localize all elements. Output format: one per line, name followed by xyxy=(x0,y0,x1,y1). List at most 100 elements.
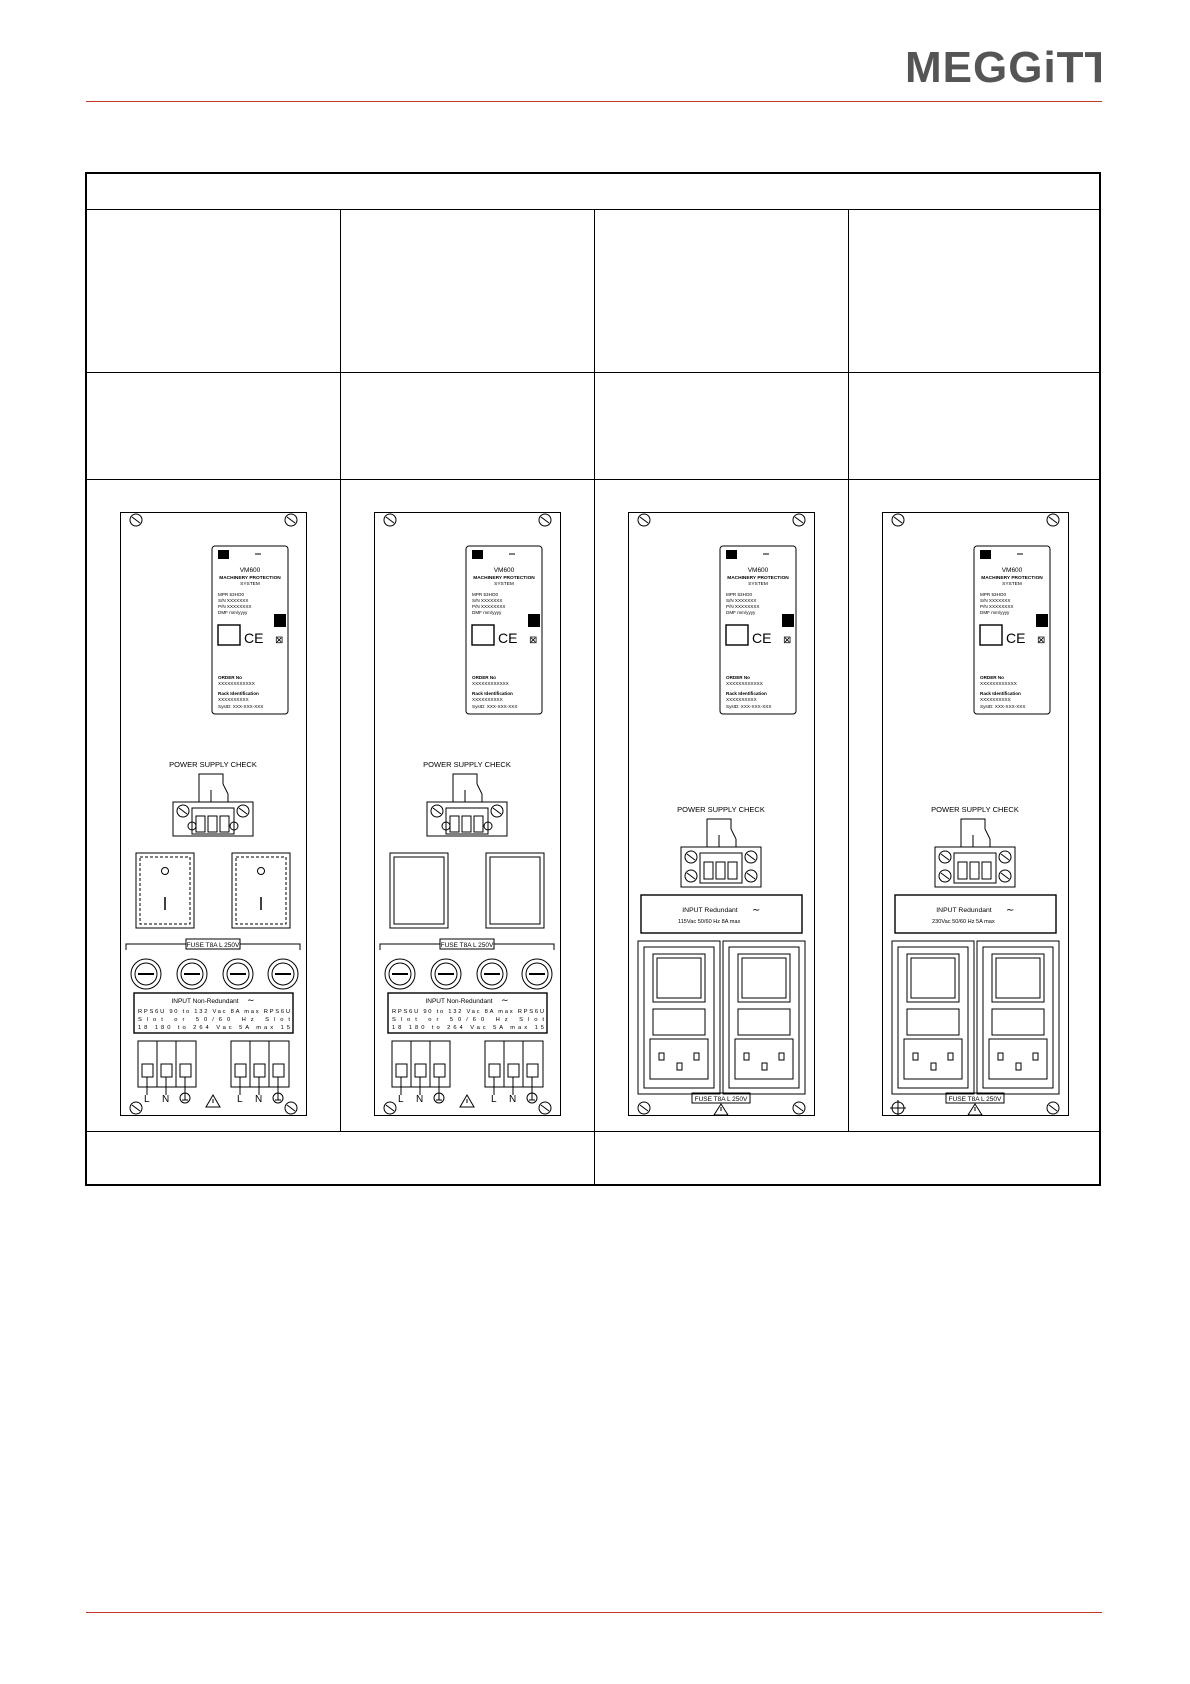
svg-text:INPUT Redundant: INPUT Redundant xyxy=(936,907,992,914)
svg-text:VM600: VM600 xyxy=(748,567,769,574)
svg-text:S/N XXXXXXX: S/N XXXXXXX xyxy=(980,598,1010,603)
svg-text:FUSE T8A L 250V: FUSE T8A L 250V xyxy=(441,942,494,949)
warning-icon xyxy=(713,1103,729,1116)
svg-text:MPR 53HO0: MPR 53HO0 xyxy=(726,592,752,597)
svg-text:FUSE T8A L 250V: FUSE T8A L 250V xyxy=(187,942,240,949)
ground-icon xyxy=(179,1092,191,1104)
power-supply-check-label: POWER SUPPLY CHECK xyxy=(169,760,257,769)
screw-icon xyxy=(383,1101,397,1115)
fuse-holder-icon[interactable] xyxy=(176,958,208,990)
svg-text:S/N XXXXXXX: S/N XXXXXXX xyxy=(726,598,756,603)
power-supply-check-connector xyxy=(934,818,1016,888)
svg-text:MACHINERY PROTECTION: MACHINERY PROTECTION xyxy=(981,575,1043,581)
power-switch[interactable] xyxy=(231,852,291,929)
fuse-holder-icon[interactable] xyxy=(521,958,553,990)
svg-text:SysID: XXX-XXX-XXX: SysID: XXX-XXX-XXX xyxy=(726,704,771,709)
fuse-holder-icon[interactable] xyxy=(476,958,508,990)
svg-text:XXXXXXXXXXXX: XXXXXXXXXXXX xyxy=(980,681,1017,686)
screw-icon xyxy=(792,513,806,527)
svg-text:MPR 53HO0: MPR 53HO0 xyxy=(218,592,244,597)
fuse-label: FUSE T8A L 250V xyxy=(691,1092,751,1104)
svg-text:18 180 to 264 Vac 5A max: 18 180 to 264 Vac 5A max 15 xyxy=(138,1025,290,1031)
svg-text:MACHINERY PROTECTION: MACHINERY PROTECTION xyxy=(727,575,789,581)
svg-text:ORDER No: ORDER No xyxy=(980,675,1004,680)
svg-text:XXXXXXXXXXXX: XXXXXXXXXXXX xyxy=(472,681,509,686)
terminal-label: L xyxy=(144,1094,150,1105)
footer-rule xyxy=(86,1612,1102,1613)
fuse-holder-icon[interactable] xyxy=(384,958,416,990)
svg-text:RPS6U 90 to 132 Vac 8A max: RPS6U 90 to 132 Vac 8A max RPS6U xyxy=(392,1009,544,1015)
power-supply-check-label: POWER SUPPLY CHECK xyxy=(931,805,1019,814)
svg-text:XXXXXXXXXX: XXXXXXXXXX xyxy=(726,697,757,702)
svg-text:XXXXXXXXXXXX: XXXXXXXXXXXX xyxy=(726,681,763,686)
svg-text:P/N XXXXXXXX: P/N XXXXXXXX xyxy=(218,604,251,609)
svg-text:S/N XXXXXXX: S/N XXXXXXX xyxy=(218,598,248,603)
svg-text:S/N XXXXXXX: S/N XXXXXXX xyxy=(472,598,502,603)
ac-wave-icon: ∼ xyxy=(501,995,509,1005)
svg-text:Rack Identification: Rack Identification xyxy=(726,691,767,696)
screw-icon xyxy=(383,513,397,527)
svg-text:VM600: VM600 xyxy=(494,567,515,574)
svg-text:MPR 53HO0: MPR 53HO0 xyxy=(472,592,498,597)
iec-inlet-module[interactable] xyxy=(722,940,806,1095)
svg-text:ORDER No: ORDER No xyxy=(726,675,750,680)
ac-wave-icon: ∼ xyxy=(752,905,760,916)
meggitt-logo: MEGGiTT xyxy=(905,44,1101,90)
svg-text:18 180 to 264 Vac 5A max: 18 180 to 264 Vac 5A max 15 xyxy=(392,1025,544,1031)
svg-text:SysID: XXX-XXX-XXX: SysID: XXX-XXX-XXX xyxy=(980,704,1025,709)
screw-icon xyxy=(637,1101,651,1115)
ac-wave-icon: ∼ xyxy=(1006,905,1014,916)
svg-text:SysID: XXX-XXX-XXX: SysID: XXX-XXX-XXX xyxy=(472,704,517,709)
svg-text:FUSE T8A L 250V: FUSE T8A L 250V xyxy=(695,1096,748,1103)
svg-text:DMF mm/yyyy: DMF mm/yyyy xyxy=(726,610,756,615)
terminal-block xyxy=(391,1040,451,1095)
recycle-icon: ⊠ xyxy=(1037,635,1045,646)
col-divider xyxy=(848,209,849,1131)
svg-text:CE: CE xyxy=(498,630,517,646)
svg-text:SYSTEM: SYSTEM xyxy=(1002,581,1022,587)
ac-wave-icon: ∼ xyxy=(247,995,255,1005)
screw-icon xyxy=(792,1101,806,1115)
svg-text:XXXXXXXXXXXX: XXXXXXXXXXXX xyxy=(218,681,255,686)
power-supply-check-label: POWER SUPPLY CHECK xyxy=(423,760,511,769)
fuse-holder-icon[interactable] xyxy=(430,958,462,990)
row-divider xyxy=(87,479,1099,480)
warning-icon xyxy=(205,1094,221,1108)
svg-text:DMF mm/yyyy: DMF mm/yyyy xyxy=(218,610,248,615)
fuse-holder-icon[interactable] xyxy=(130,958,162,990)
svg-text:CE: CE xyxy=(752,630,771,646)
svg-text:SYSTEM: SYSTEM xyxy=(748,581,768,587)
iec-inlet-module[interactable] xyxy=(637,940,721,1095)
identification-label: VM600 MACHINERY PROTECTION SYSTEM MPR 53… xyxy=(973,545,1051,715)
row-divider xyxy=(87,1131,1099,1132)
power-switch[interactable] xyxy=(135,852,195,929)
svg-text:ORDER No: ORDER No xyxy=(472,675,496,680)
svg-text:Slot or 50/60 Hz: Slot or 50/60 Hz Slot xyxy=(138,1017,290,1023)
row-divider xyxy=(87,372,1099,373)
svg-text:MPR 53HO0: MPR 53HO0 xyxy=(980,592,1006,597)
svg-text:DMF mm/yyyy: DMF mm/yyyy xyxy=(472,610,502,615)
svg-text:RPS6U 90 to 132 Vac 8A max: RPS6U 90 to 132 Vac 8A max RPS6U xyxy=(138,1009,290,1015)
iec-inlet-module[interactable] xyxy=(891,940,975,1095)
svg-text:INPUT Non-Redundant: INPUT Non-Redundant xyxy=(171,998,238,1005)
terminal-block xyxy=(137,1040,197,1095)
ground-icon xyxy=(433,1092,445,1104)
terminal-label: L xyxy=(398,1094,404,1105)
fuse-holder-icon[interactable] xyxy=(267,958,299,990)
iec-inlet-module[interactable] xyxy=(976,940,1060,1095)
svg-text:VM600: VM600 xyxy=(1002,567,1023,574)
panel-non-redundant-switches: VM600 MACHINERY PROTECTION SYSTEM MPR 53… xyxy=(120,512,307,1116)
svg-text:XXXXXXXXXX: XXXXXXXXXX xyxy=(472,697,503,702)
terminal-label: N xyxy=(416,1094,423,1105)
ground-icon xyxy=(272,1092,284,1104)
fuse-holder-icon[interactable] xyxy=(222,958,254,990)
panel-redundant-115vac: VM600 MACHINERY PROTECTION SYSTEM MPR 53… xyxy=(628,512,815,1116)
svg-text:230Vac 50/60 Hz 5A max: 230Vac 50/60 Hz 5A max xyxy=(932,919,995,925)
svg-text:Rack Identification: Rack Identification xyxy=(218,691,259,696)
terminal-label: N xyxy=(255,1094,262,1105)
blank-switch-cover xyxy=(389,852,449,929)
panel-non-redundant-blank: VM600 MACHINERY PROTECTION SYSTEM MPR 53… xyxy=(374,512,561,1116)
recycle-icon: ⊠ xyxy=(529,635,537,646)
identification-label: VM600 MACHINERY PROTECTION SYSTEM MPR 53… xyxy=(719,545,797,715)
terminal-block xyxy=(484,1040,544,1095)
